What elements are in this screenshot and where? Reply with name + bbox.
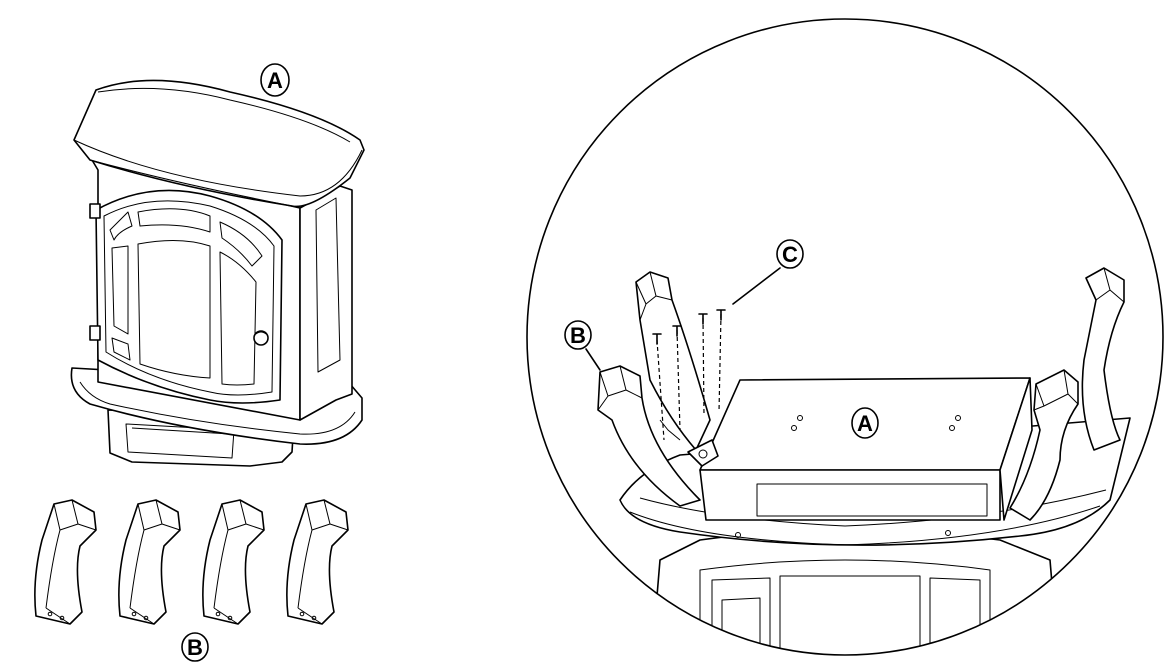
leg-1 (34, 499, 97, 625)
callout-a-detail-label: A (857, 411, 873, 436)
screws-c (652, 309, 726, 441)
callout-b-bottom-label: B (187, 635, 203, 660)
callout-b-detail-label: B (570, 323, 586, 348)
callout-c-label: C (782, 242, 798, 267)
stove-illustration (70, 79, 365, 467)
callout-c: C (732, 239, 804, 305)
leg-4 (286, 499, 349, 625)
leg-3 (202, 499, 265, 625)
detail-circle-outline (526, 18, 1164, 656)
legs-illustration (34, 499, 349, 625)
callout-a-top-label: A (267, 68, 283, 93)
leg-2 (118, 499, 181, 625)
callout-a-detail: A (851, 407, 879, 439)
callout-a-top: A (260, 63, 290, 97)
detail-view (597, 267, 1131, 655)
callout-b-bottom: B (181, 632, 209, 662)
callout-b-detail: B (564, 320, 601, 371)
